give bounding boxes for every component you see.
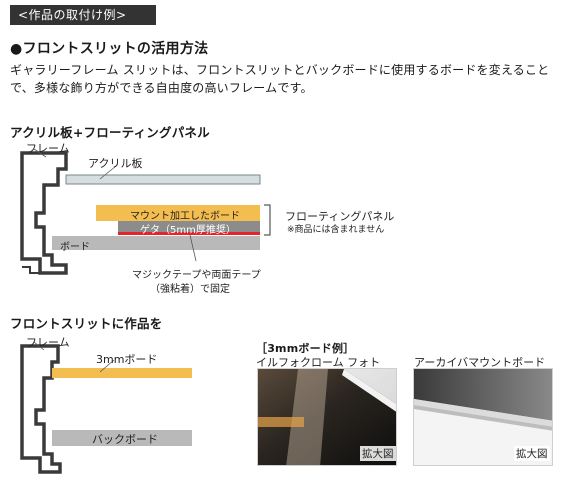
section-tag: <作品の取付け例> [10, 5, 156, 25]
board-3mm-label: 3mmボード [96, 353, 158, 366]
frame-label: フレーム [26, 142, 70, 155]
zoom-label-1: 拡大図 [360, 446, 396, 461]
frame-label-2: フレーム [26, 336, 70, 349]
mount-board [96, 205, 260, 221]
acrylic-sheet [65, 174, 261, 185]
intro-text: ギャラリーフレーム スリットは、フロントスリットとバックボードに使用するボードを… [10, 63, 550, 95]
acrylic-leader [99, 165, 117, 180]
diagram1-illustration [20, 148, 271, 275]
frame-profile-2 [20, 344, 62, 474]
geta-label: ゲタ（5mm厚推奨） [140, 225, 236, 236]
frame-profile [20, 151, 68, 275]
board-label: ボード [60, 242, 90, 253]
example2-label: アーカイバマウントボード [414, 356, 546, 369]
frame-leader-2 [33, 341, 45, 351]
tape-label-line1: マジックテープや両面テープ [132, 270, 261, 281]
back-board-label: バックボード [92, 433, 158, 446]
example1-label: イルフォクローム フォト [256, 356, 381, 369]
examples-title: ［3mmボード例］ [256, 342, 355, 355]
page-heading: ●フロントスリットの活用方法 [10, 41, 209, 57]
board-3mm [52, 368, 192, 378]
tape-line [118, 232, 260, 235]
diagram2-title: フロントスリットに作品を [10, 316, 163, 331]
frame-bottom-lip [22, 258, 41, 274]
tape-label-line2: （強粘着）で固定 [150, 284, 230, 295]
geta-spacer [118, 221, 260, 233]
floating-panel-note: ※商品には含まれません [287, 225, 385, 235]
mount-board-label: マウント加工したボード [130, 211, 240, 222]
diagram1-title: アクリル板+フローティングパネル [10, 125, 210, 140]
zoom-label-2: 拡大図 [514, 446, 550, 461]
back-board [52, 236, 260, 250]
frame-leader [33, 148, 47, 158]
floating-bracket [264, 204, 271, 236]
diagram2-illustration [20, 341, 192, 474]
back-board-2 [52, 430, 192, 446]
acrylic-label: アクリル板 [88, 157, 143, 170]
floating-panel-label: フローティングパネル [285, 210, 395, 223]
tape-leader [189, 234, 197, 262]
board-3mm-leader [99, 359, 115, 373]
